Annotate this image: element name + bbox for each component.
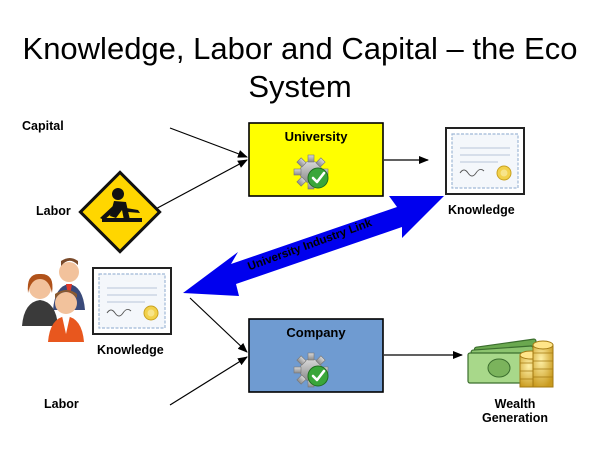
knowledge-left-label: Knowledge [97, 343, 164, 357]
slide-title: Knowledge, Labor and Capital – the Eco S… [22, 31, 578, 104]
certificate-icon [92, 267, 172, 335]
wealth-label-line1: Wealth [494, 397, 536, 411]
company-label: Company [286, 325, 346, 340]
capital-arrow [169, 127, 248, 158]
company-box [248, 318, 384, 393]
link-label: University Industry Link [246, 217, 374, 273]
university-industry-link-arrow: University Industry Link [183, 196, 444, 296]
wealth-label-line2: Generation [482, 411, 548, 425]
money-icon [467, 338, 554, 388]
wealth-generation-label: Wealth Generation [470, 397, 560, 425]
university-label: University [285, 129, 349, 144]
knowledge-right-label: Knowledge [448, 203, 515, 217]
labor-top-arrow [149, 159, 248, 213]
company-gear-check-icon [292, 351, 330, 389]
construction-worker-icon [78, 170, 162, 254]
people-icon [22, 258, 85, 342]
certificate-icon [445, 127, 525, 195]
labor-bottom-label: Labor [44, 397, 79, 411]
labor-top-label: Labor [36, 204, 71, 218]
knowledge-to-company-arrow [189, 297, 248, 353]
labor-bottom-arrow [169, 356, 248, 406]
university-gear-check-icon [292, 153, 330, 191]
capital-label: Capital [22, 119, 64, 133]
